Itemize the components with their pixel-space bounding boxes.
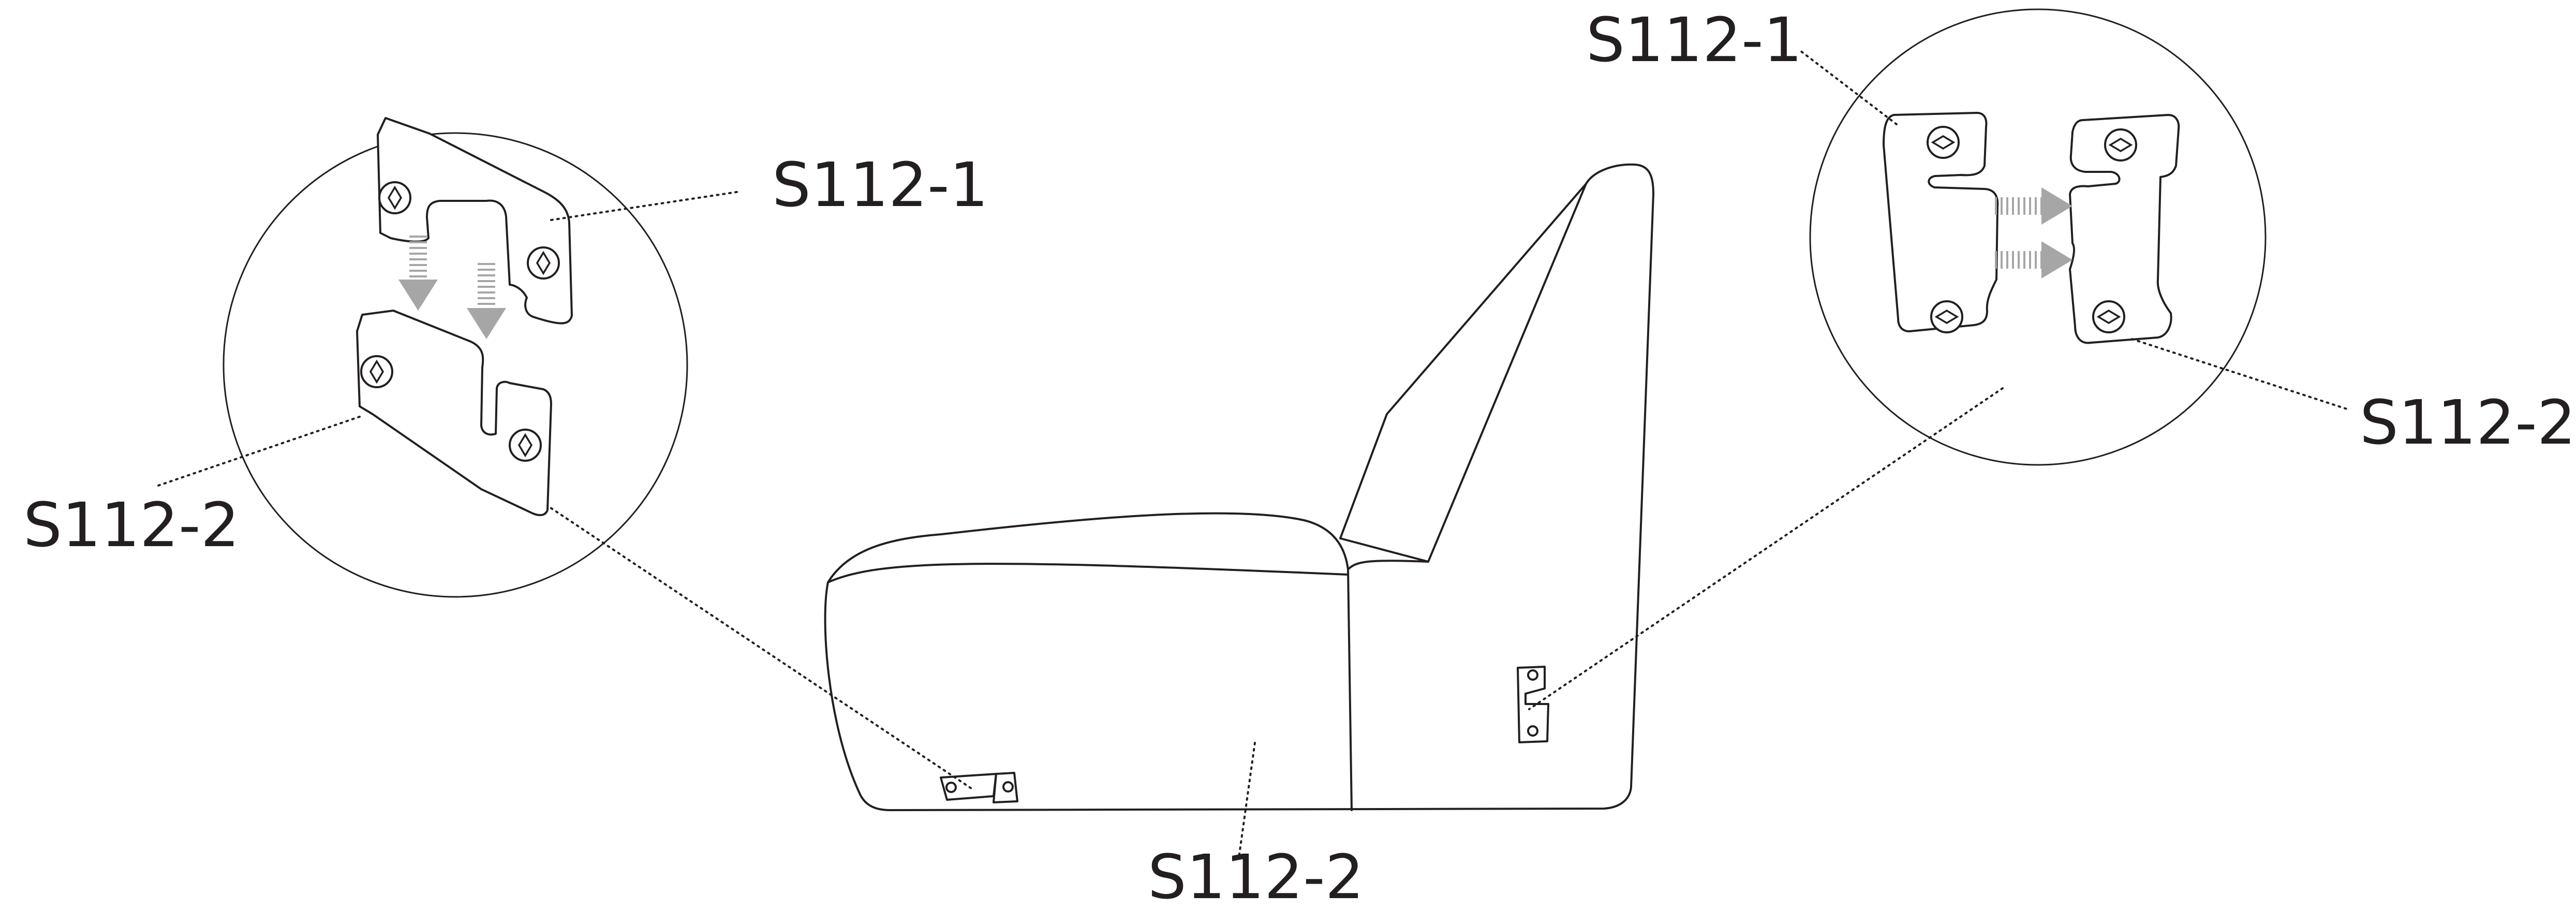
screw-icon [378,181,411,214]
label-left-bottom: S112-2 [23,489,240,561]
seat-bracket [940,772,1018,803]
leader-left-to-seat [498,473,974,790]
left-plate-s112-1 [377,117,573,325]
label-left-top: S112-1 [772,149,988,221]
leader-right-bottom [2131,338,2348,410]
seat-back-junction [1347,560,1429,570]
screw-icon [509,429,542,462]
label-center-bottom: S112-2 [1148,841,1364,909]
leader-right-to-back [1528,387,2004,710]
left-plate-s112-2 [356,310,552,517]
back-bracket [1517,666,1549,743]
seat-cushion-top [827,512,1349,583]
left-detail [154,117,741,598]
screw-icon [1927,126,1960,159]
leader-left-top [550,190,741,221]
label-right-top: S112-1 [1586,4,1802,76]
screw-icon [2092,300,2125,333]
screw-icon [527,246,560,280]
seat-front-body [824,581,1632,811]
leader-right-top [1797,48,1898,125]
screw-icon [1930,300,1963,333]
screw-icon [360,355,393,388]
down-arrow-icon [467,263,506,339]
right-arrow-icon [1995,187,2072,225]
down-arrow-icon [398,236,438,311]
right-detail [1797,8,2348,466]
screw-icon [2104,128,2137,162]
right-detail-circle [1809,8,2267,466]
right-plate-s112-2 [2069,114,2180,344]
leader-center [1238,742,1256,855]
backrest-front [1427,183,1587,563]
seat-front-edge [827,563,1349,583]
right-plate-s112-1 [1883,112,1999,332]
backrest-outline [1339,163,1654,788]
left-detail-circle [223,132,688,598]
right-arrow-icon [1995,241,2072,278]
backrest-crease [1339,537,1429,563]
label-right-bottom: S112-2 [2360,387,2576,458]
leader-left-bottom [154,416,361,488]
seat-divider [1347,568,1353,811]
chair-drawing [824,163,1654,811]
